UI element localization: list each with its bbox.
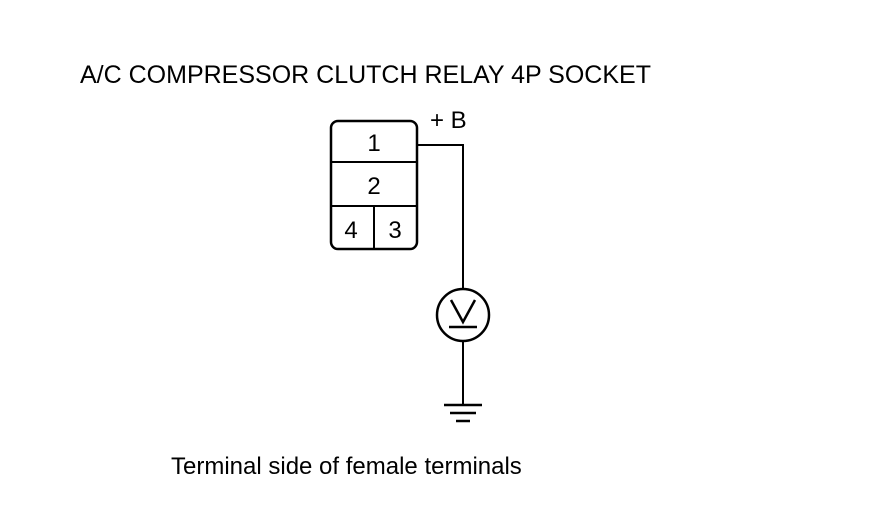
pin-1-label: 1 <box>367 130 380 157</box>
voltmeter-v-symbol <box>449 299 477 325</box>
supply-label: + B <box>430 107 467 134</box>
diagram-title: A/C COMPRESSOR CLUTCH RELAY 4P SOCKET <box>80 61 651 89</box>
ground-icon <box>444 403 482 423</box>
relay-socket-connector: 1 2 4 3 <box>329 119 419 251</box>
pin-3-label: 3 <box>388 217 401 244</box>
pin-2-label: 2 <box>367 173 380 200</box>
diagram-caption: Terminal side of female terminals <box>171 453 522 480</box>
probe-wire <box>417 144 464 290</box>
pin-4-label: 4 <box>344 217 357 244</box>
voltmeter-icon <box>435 287 491 343</box>
voltmeter-circle <box>435 287 491 343</box>
